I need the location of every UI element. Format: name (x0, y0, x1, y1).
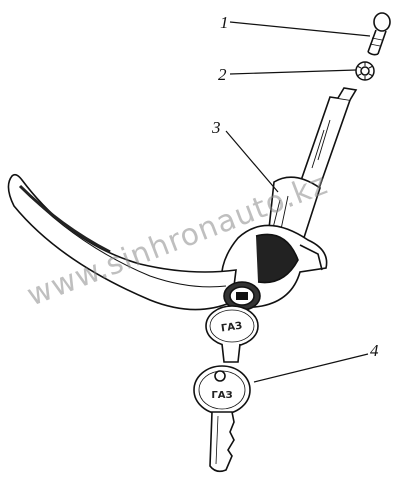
lock-washer-part (355, 61, 375, 81)
leader-line-1 (229, 21, 371, 37)
key-head-label: ГАЗ (220, 321, 243, 335)
leader-line-4 (253, 353, 369, 383)
leader-line-3 (225, 130, 279, 193)
callout-2: 2 (218, 65, 227, 84)
key-part (193, 305, 259, 473)
callout-3: 3 (211, 118, 221, 137)
callout-4: 4 (370, 341, 379, 360)
key-bow-label: ГАЗ (211, 390, 232, 401)
leader-lines (225, 21, 371, 383)
callout-1: 1 (220, 13, 229, 32)
screw-part (367, 12, 391, 56)
leader-line-2 (229, 69, 357, 75)
door-handle-part (7, 87, 358, 311)
